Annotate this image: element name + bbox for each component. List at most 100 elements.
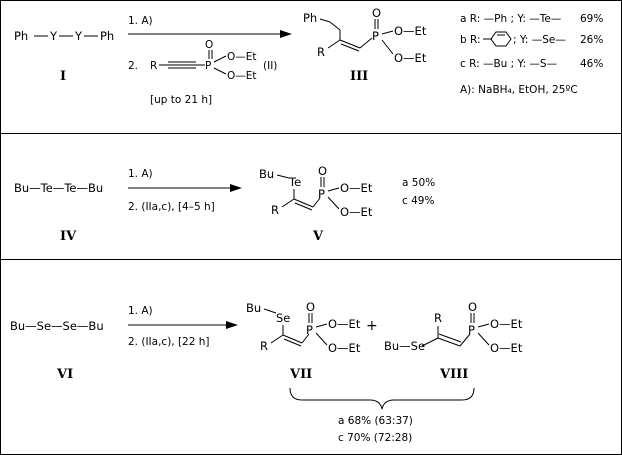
product-V-OEt-1: O—Et xyxy=(340,181,373,195)
bond xyxy=(213,67,227,75)
key-entry-a: a R: —Ph ; Y: —Te— xyxy=(460,13,561,25)
reagent-OEt-2: O—Et xyxy=(227,70,257,82)
reactant-I-ph-right: Ph xyxy=(100,29,114,43)
reagent-label-II: (II) xyxy=(263,60,277,72)
product-VII-Bu: Bu xyxy=(246,301,261,315)
double-bond-CC-1 xyxy=(293,198,314,208)
compound-label-VI: VI xyxy=(56,367,73,382)
reactant-I-y-left: Y xyxy=(49,29,58,43)
product-VIII-R: R xyxy=(434,311,442,325)
double-bond-CC-1 xyxy=(339,39,361,49)
key-entry-c: c R: —Bu ; Y: —S— xyxy=(460,58,557,70)
product-V-OEt-2: O—Et xyxy=(340,205,373,219)
bond xyxy=(459,333,471,347)
compound-label-VII: VII xyxy=(289,367,312,382)
bond xyxy=(319,18,331,23)
key-entry-b-left: b R: xyxy=(460,34,481,46)
step-2-number: 2. xyxy=(128,60,138,72)
plus-sign: + xyxy=(366,318,378,334)
key-entry-b-right: ; Y: —Se— xyxy=(513,34,566,46)
product-VIII-O: O xyxy=(468,300,477,314)
product-V-O: O xyxy=(318,164,327,178)
key-yield-a: 69% xyxy=(580,13,603,25)
grouping-brace xyxy=(289,387,475,410)
reactant-VI: Bu—Se—Se—Bu xyxy=(10,319,104,333)
product-III-P: P xyxy=(372,29,379,43)
bond xyxy=(329,21,341,31)
bond xyxy=(315,332,328,346)
double-bond-CC-2 xyxy=(340,43,360,52)
product-V-P: P xyxy=(318,187,325,201)
scheme-2: Bu—Te—Te—Bu IV 1. A) 2. (IIa,c), [4–5 h]… xyxy=(14,164,435,244)
yield-VII-VIII-c: c 70% (72:28) xyxy=(338,432,412,444)
reaction-time-1: [up to 21 h] xyxy=(150,94,212,106)
product-VIII-OEt-1: O—Et xyxy=(490,317,523,331)
bond xyxy=(213,55,227,63)
product-III-R: R xyxy=(317,45,325,59)
conditions-A: A): NaBH₄, EtOH, 25ºC xyxy=(460,84,578,96)
product-VII-P: P xyxy=(306,323,313,337)
product-VIII-BuSe: Bu—Se xyxy=(384,339,425,353)
double-bond-CC-1 xyxy=(282,334,303,344)
product-VII-R: R xyxy=(260,339,268,353)
product-III-ph: Ph xyxy=(303,11,317,25)
yield-V-a: a 50% xyxy=(402,177,435,189)
key-yield-c: 46% xyxy=(580,58,603,70)
product-VII-OEt-2: O—Et xyxy=(328,341,361,355)
bond xyxy=(315,323,328,328)
bond xyxy=(276,174,290,179)
step-2-label-3: 2. (IIa,c), [22 h] xyxy=(128,336,210,348)
reagent-R: R xyxy=(150,60,157,72)
bond xyxy=(421,337,439,347)
bond xyxy=(270,334,284,344)
compound-label-VIII: VIII xyxy=(439,367,468,382)
product-VII-Se: Se xyxy=(276,311,290,325)
product-III-OEt-1: O—Et xyxy=(394,24,427,38)
step-1-label-2: 1. A) xyxy=(128,168,153,180)
bond xyxy=(327,196,340,210)
arrowhead-1 xyxy=(280,30,292,38)
compound-label-IV: IV xyxy=(60,229,77,244)
product-VII-O: O xyxy=(306,300,315,314)
product-VIII-OEt-2: O—Et xyxy=(490,341,523,355)
product-VII-OEt-1: O—Et xyxy=(328,317,361,331)
bond xyxy=(381,30,394,35)
scheme-1: Ph Y Y Ph I 1. A) 2. R P O O—Et O—Et (II… xyxy=(14,6,603,106)
product-V-Te: Te xyxy=(288,175,301,189)
bond xyxy=(359,37,373,49)
key-yield-b: 26% xyxy=(580,34,603,46)
yield-VII-VIII-a: a 68% (63:37) xyxy=(338,415,413,427)
step-2-label-2: 2. (IIa,c), [4–5 h] xyxy=(128,201,215,213)
reactant-I-ph-left: Ph xyxy=(14,29,28,43)
product-III-O: O xyxy=(372,6,381,20)
cyclohexenyl-ring xyxy=(490,31,512,47)
step-1-label-3: 1. A) xyxy=(128,305,153,317)
arrowhead-2 xyxy=(230,184,242,192)
step-1-label: 1. A) xyxy=(128,15,153,27)
reactant-I-y-right: Y xyxy=(74,29,83,43)
bond xyxy=(281,198,295,208)
yield-V-c: c 49% xyxy=(402,195,434,207)
product-V-Bu: Bu xyxy=(259,167,274,181)
bond xyxy=(477,323,490,328)
double-bond-CC-2 xyxy=(294,202,313,211)
bond xyxy=(381,39,394,55)
double-bond-CC-1 xyxy=(437,337,461,347)
bond xyxy=(301,333,310,344)
bond xyxy=(263,308,277,314)
reagent-P: P xyxy=(205,60,211,72)
product-V-R: R xyxy=(271,203,279,217)
double-bond-CC-2 xyxy=(283,338,302,347)
compound-label-I: I xyxy=(60,69,66,84)
double-bond-CC-2 xyxy=(438,333,462,343)
product-VIII-P: P xyxy=(468,323,475,337)
bond xyxy=(327,187,340,192)
arrowhead-3 xyxy=(226,321,238,329)
reagent-O: O xyxy=(205,39,213,51)
bond xyxy=(312,197,321,208)
bond xyxy=(477,332,490,346)
reagent-OEt-1: O—Et xyxy=(227,51,257,63)
reactant-IV: Bu—Te—Te—Bu xyxy=(14,181,103,195)
